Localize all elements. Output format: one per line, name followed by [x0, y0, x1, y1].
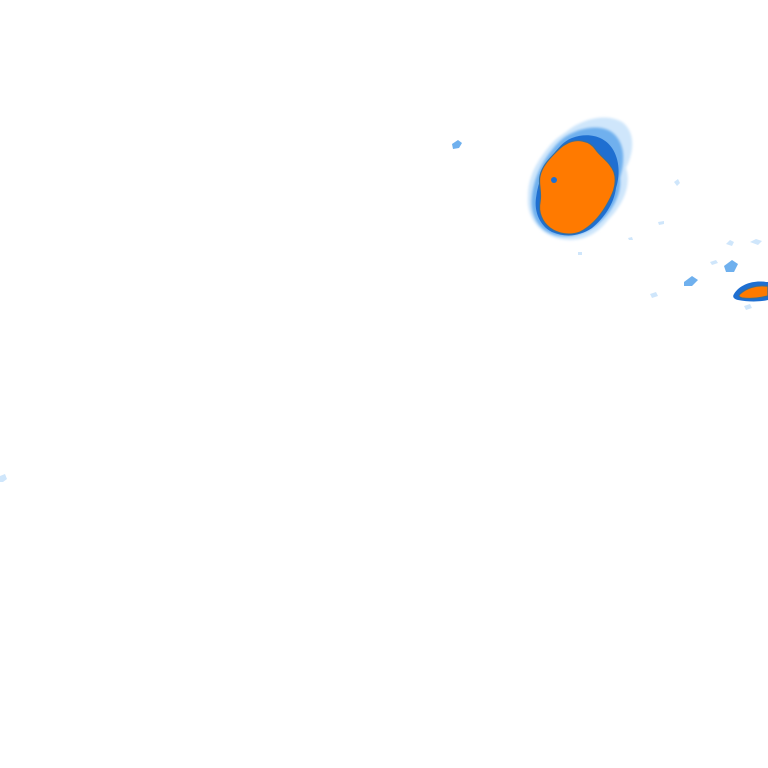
echo-fleck-east-5 [650, 292, 658, 298]
echo-fleck-east-2 [658, 221, 664, 225]
storm-cell-main-intense-core [538, 140, 616, 235]
echo-fleck-east-6 [724, 260, 738, 272]
echo-fleck-west [0, 474, 7, 482]
storm-cell-east-intense-core [738, 285, 768, 299]
echo-fleck-south [578, 252, 582, 255]
echo-fleck-east-9 [710, 260, 718, 265]
echo-fleck-north [452, 140, 462, 149]
scattered-echoes [0, 140, 762, 482]
echo-fleck-east-1 [674, 179, 680, 186]
echo-fleck-east-3 [628, 237, 633, 240]
storm-cell-main-notch [551, 177, 557, 183]
echo-fleck-east-10 [744, 304, 752, 310]
echo-fleck-east-7 [726, 240, 734, 246]
echo-fleck-east-4 [684, 276, 698, 286]
echo-fleck-east-8 [750, 239, 762, 245]
